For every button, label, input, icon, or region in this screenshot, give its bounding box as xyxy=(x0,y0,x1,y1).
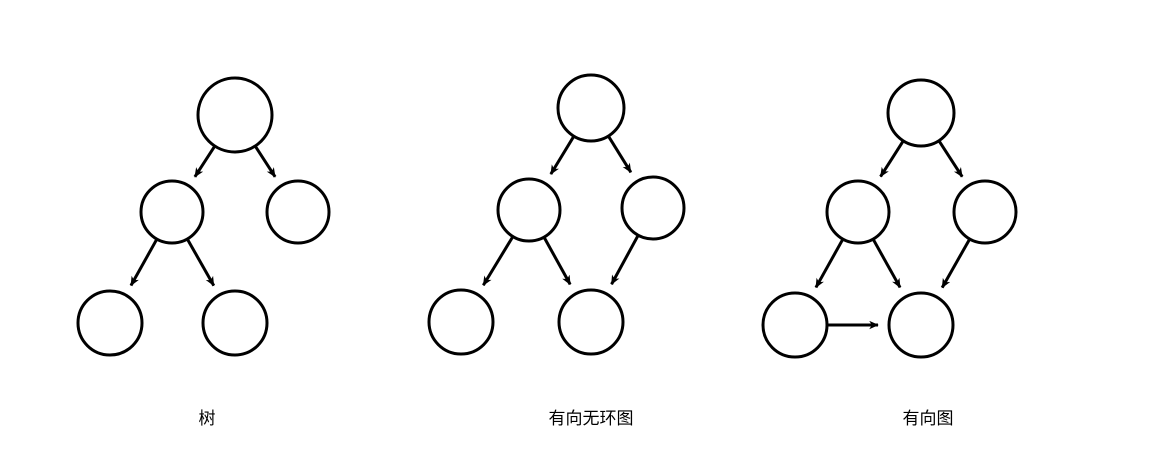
node-d-root xyxy=(556,73,626,143)
node-t-mid-left xyxy=(139,179,205,245)
edge-d-root-to-d-mid-left xyxy=(549,136,575,175)
diagram-digraph-edges xyxy=(814,140,971,330)
edges-layer xyxy=(129,136,971,330)
node-d-bottom-right xyxy=(557,288,625,356)
edge-t-mid-left-to-t-bottom-left xyxy=(129,239,158,287)
node-t-bottom-right xyxy=(201,289,269,357)
edge-d-mid-left-to-d-bottom-right xyxy=(543,237,572,286)
edge-g-root-to-g-mid-left xyxy=(879,140,905,178)
edge-t-root-to-t-mid-right xyxy=(254,146,277,178)
edge-g-root-to-g-mid-right xyxy=(938,140,964,178)
diagram-caption-dag: 有向无环图 xyxy=(549,409,634,428)
edge-d-mid-right-to-d-bottom-right xyxy=(610,235,640,285)
edge-d-mid-left-to-d-bottom-left xyxy=(482,236,514,287)
nodes-layer xyxy=(76,73,1018,359)
diagram-tree-nodes xyxy=(76,76,331,357)
node-g-bottom-right xyxy=(887,291,955,359)
node-t-root xyxy=(196,76,274,154)
diagram-tree-edges xyxy=(129,146,277,287)
diagram-caption-tree: 树 xyxy=(199,409,216,428)
diagram-dag-nodes xyxy=(427,73,686,356)
edge-g-mid-left-to-g-bottom-right xyxy=(872,239,902,289)
node-d-mid-left xyxy=(496,177,562,243)
node-t-mid-right xyxy=(265,179,331,245)
node-g-root xyxy=(886,78,956,148)
edge-g-mid-right-to-g-bottom-right xyxy=(940,239,971,289)
edge-g-mid-left-to-g-bottom-left xyxy=(814,239,844,289)
node-g-mid-right xyxy=(952,179,1018,245)
edge-t-root-to-t-mid-left xyxy=(193,146,216,178)
captions-layer: 树 有向无环图 有向图 xyxy=(199,409,954,428)
edge-d-root-to-d-mid-right xyxy=(607,136,633,174)
node-d-bottom-left xyxy=(427,288,495,356)
node-t-bottom-left xyxy=(76,289,144,357)
edge-t-mid-left-to-t-bottom-right xyxy=(186,239,216,287)
node-d-mid-right xyxy=(620,175,686,241)
diagram-digraph-nodes xyxy=(761,78,1018,359)
diagram-caption-digraph: 有向图 xyxy=(903,409,954,428)
node-g-bottom-left xyxy=(761,291,829,359)
node-g-mid-left xyxy=(825,179,891,245)
diagram-dag-edges xyxy=(482,136,640,287)
